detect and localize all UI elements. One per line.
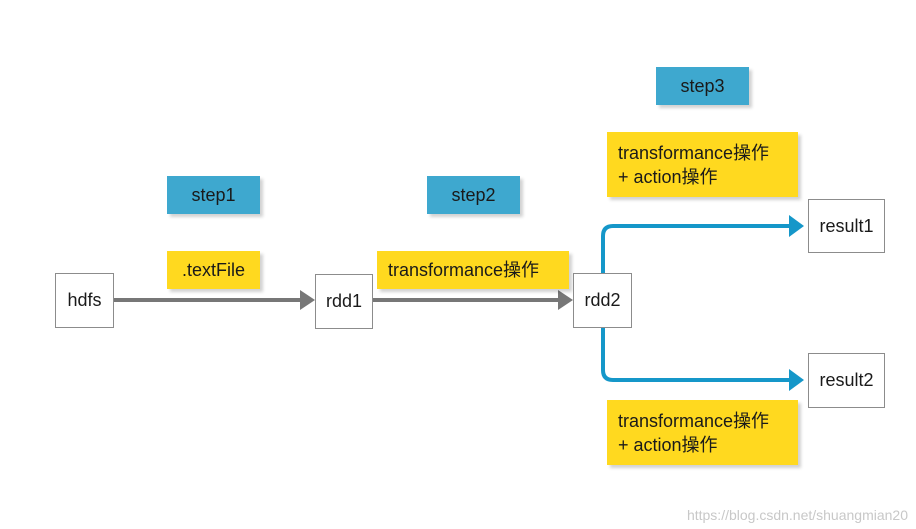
result1-node: result1 — [808, 199, 885, 253]
result2-operation-note: transformance操作 + action操作 — [607, 400, 798, 465]
textfile-note: .textFile — [167, 251, 260, 289]
arrow-rdd2-to-result1 — [601, 215, 804, 273]
watermark-text: https://blog.csdn.net/shuangmian20 — [686, 507, 908, 523]
result2-operation-line1: transformance操作 — [618, 410, 770, 431]
step2-label: step2 — [427, 176, 520, 214]
arrow-rdd1-to-rdd2 — [373, 290, 573, 310]
rdd2-node: rdd2 — [573, 273, 632, 328]
arrow-rdd2-to-result2 — [601, 328, 804, 391]
step1-label: step1 — [167, 176, 260, 214]
result1-operation-line1: transformance操作 — [618, 142, 770, 163]
arrow-hdfs-to-rdd1 — [114, 290, 315, 310]
transformance-note-text: transformance操作 — [388, 260, 540, 280]
textfile-note-text: .textFile — [181, 260, 246, 280]
step3-label: step3 — [656, 67, 749, 105]
hdfs-node: hdfs — [55, 273, 114, 328]
result1-operation-line2: + action操作 — [618, 166, 718, 187]
rdd1-node: rdd1 — [315, 274, 373, 329]
result2-node: result2 — [808, 353, 885, 408]
transformance-note: transformance操作 — [377, 251, 569, 289]
result2-operation-line2: + action操作 — [618, 434, 718, 455]
result1-operation-note: transformance操作 + action操作 — [607, 132, 798, 197]
